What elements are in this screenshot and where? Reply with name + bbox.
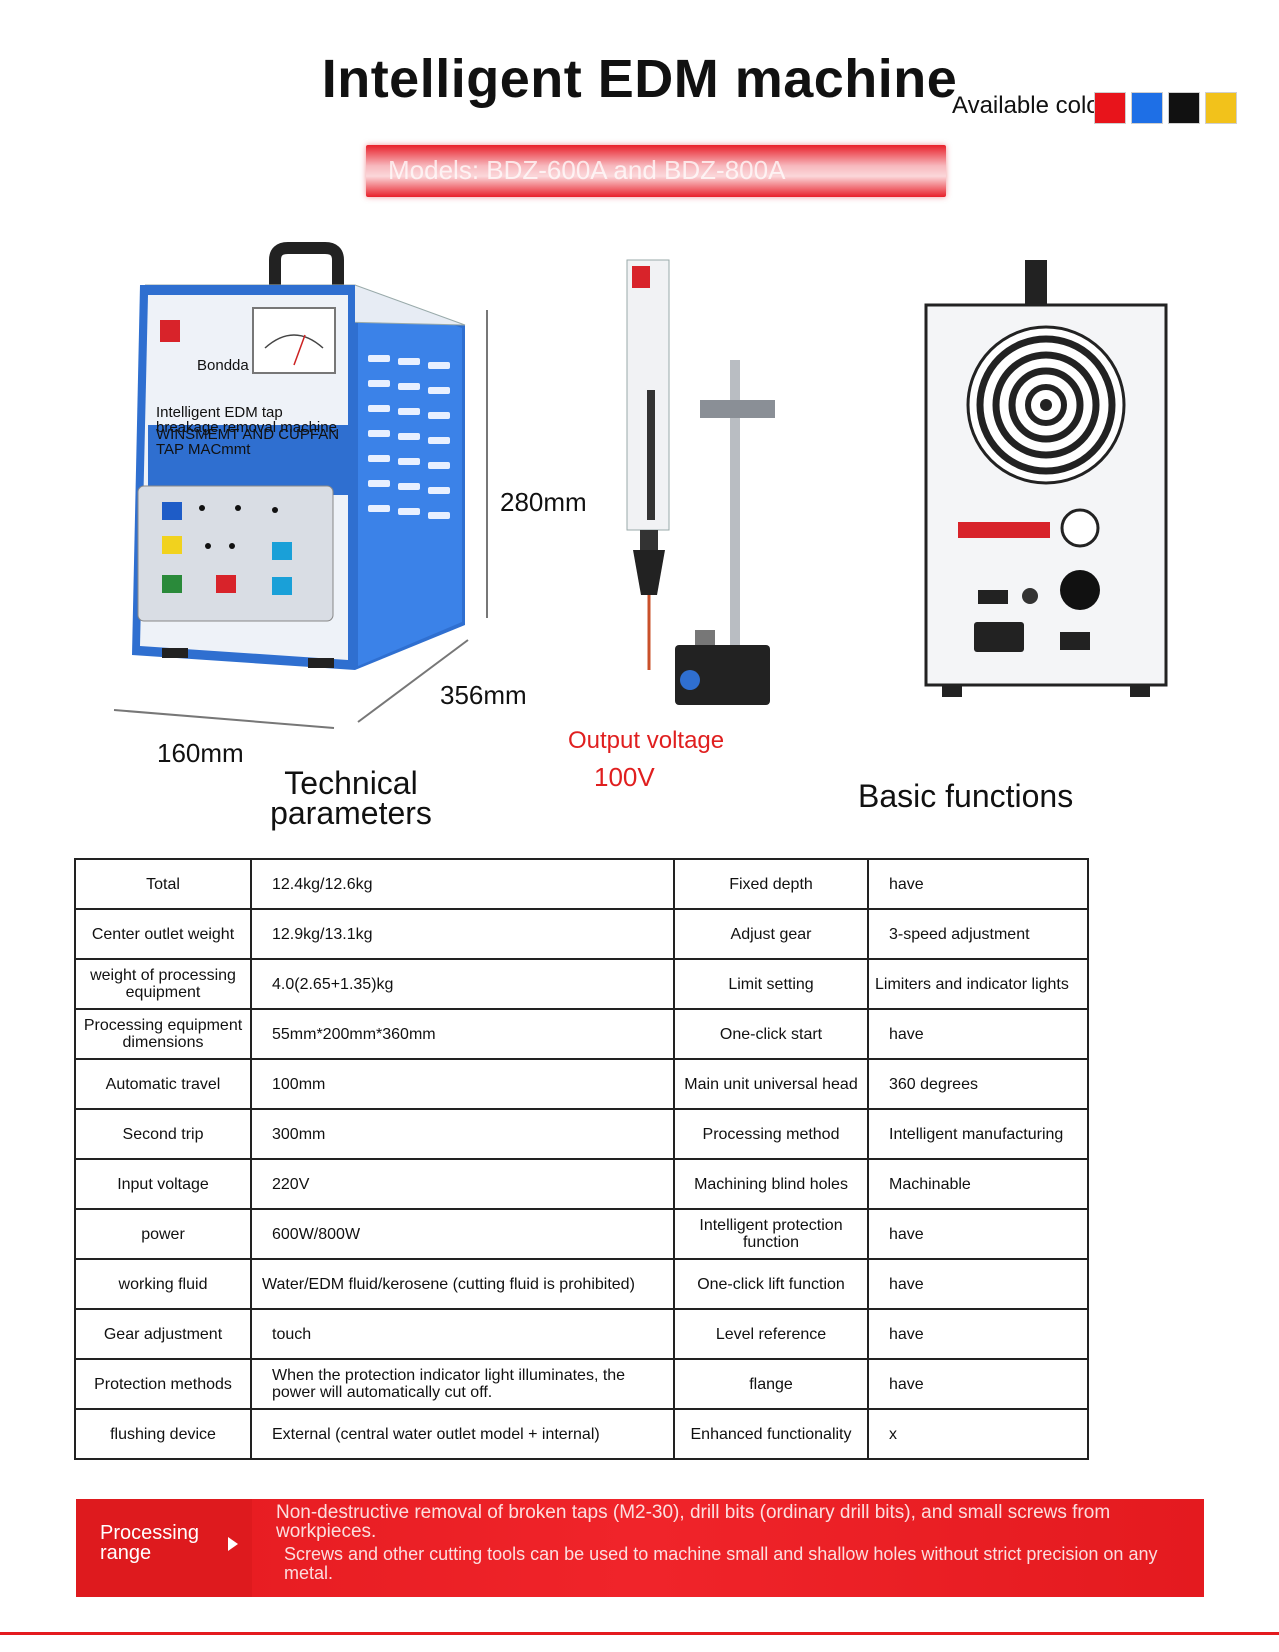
param-value: 300mm — [250, 1108, 675, 1160]
page-title: Intelligent EDM machine — [321, 49, 958, 109]
function-value: have — [867, 1308, 1089, 1360]
depth-dimension-line — [356, 636, 472, 726]
output-voltage-value: 100V — [594, 762, 655, 792]
function-label: Machining blind holes — [673, 1158, 869, 1210]
height-dimension: 280mm — [500, 487, 587, 517]
brand-label: Bondda — [197, 357, 249, 374]
function-value: have — [867, 1008, 1089, 1060]
processing-range-label-box — [76, 1499, 252, 1597]
models-text: Models: BDZ-600A and BDZ-800A — [388, 155, 786, 185]
color-swatch-red[interactable] — [1094, 92, 1126, 124]
param-label: Processing equipment dimensions — [74, 1008, 252, 1060]
param-value: When the protection indicator light illu… — [250, 1358, 675, 1410]
basic-functions-heading: Basic functions — [858, 778, 1074, 814]
color-swatch-yellow[interactable] — [1205, 92, 1237, 124]
param-label: Center outlet weight — [74, 908, 252, 960]
param-label: flushing device — [74, 1408, 252, 1460]
processing-range-bar: Processing range Non-destructive removal… — [76, 1499, 1204, 1597]
front-label-line2: breakage removal machine — [156, 419, 337, 436]
available-colors-label: Available colors — [952, 92, 1120, 119]
function-value: 360 degrees — [867, 1058, 1089, 1110]
param-value: 55mm*200mm*360mm — [250, 1008, 675, 1060]
color-swatch-black[interactable] — [1168, 92, 1200, 124]
function-value: have — [867, 1208, 1089, 1260]
processing-range-text: Non-destructive removal of broken taps (… — [276, 1503, 1196, 1583]
function-label: One-click lift function — [673, 1258, 869, 1310]
function-value: have — [867, 858, 1089, 910]
technical-parameters-heading: Technical parameters — [270, 765, 432, 831]
arrow-right-icon — [228, 1537, 238, 1551]
function-label: Limit setting — [673, 958, 869, 1010]
depth-dimension: 356mm — [440, 680, 527, 710]
param-label: Total — [74, 858, 252, 910]
function-label: Adjust gear — [673, 908, 869, 960]
param-value: 12.9kg/13.1kg — [250, 908, 675, 960]
param-value: 100mm — [250, 1058, 675, 1110]
param-label: working fluid — [74, 1258, 252, 1310]
function-label: One-click start — [673, 1008, 869, 1060]
bottom-rule — [0, 1632, 1279, 1635]
function-value: Machinable — [867, 1158, 1089, 1210]
param-label: Protection methods — [74, 1358, 252, 1410]
param-label: Gear adjustment — [74, 1308, 252, 1360]
function-label: Level reference — [673, 1308, 869, 1360]
param-value: 12.4kg/12.6kg — [250, 858, 675, 910]
function-label: Intelligent protection function — [673, 1208, 869, 1260]
function-value: have — [867, 1258, 1089, 1310]
param-value: External (central water outlet model + i… — [250, 1408, 675, 1460]
param-label: Automatic travel — [74, 1058, 252, 1110]
function-label: Enhanced functionality — [673, 1408, 869, 1460]
param-label: weight of processing equipment — [74, 958, 252, 1010]
output-voltage-label: Output voltage — [568, 727, 725, 754]
function-value: x — [867, 1408, 1089, 1460]
machine-back-image — [920, 260, 1170, 700]
processing-head-image — [605, 250, 795, 720]
param-value: Water/EDM fluid/kerosene (cutting fluid … — [250, 1258, 675, 1310]
function-label: Main unit universal head — [673, 1058, 869, 1110]
param-value: 4.0(2.65+1.35)kg — [250, 958, 675, 1010]
param-label: Input voltage — [74, 1158, 252, 1210]
function-label: Fixed depth — [673, 858, 869, 910]
front-label: Intelligent EDM tap breakage removal mac… — [156, 405, 356, 457]
param-label: Second trip — [74, 1108, 252, 1160]
param-value: 600W/800W — [250, 1208, 675, 1260]
processing-range-label: Processing range — [100, 1522, 199, 1564]
machine-front-image — [120, 240, 480, 700]
function-label: Processing method — [673, 1108, 869, 1160]
function-value: Limiters and indicator lights — [867, 958, 1089, 1010]
function-value: Intelligent manufacturing — [867, 1108, 1089, 1160]
width-dimension-line — [112, 706, 338, 736]
models-banner: Models: BDZ-600A and BDZ-800A — [366, 145, 946, 197]
processing-range-text-line1: Non-destructive removal of broken taps (… — [276, 1502, 1111, 1542]
front-label-line4: TAP MACmmt — [156, 441, 251, 458]
function-value: have — [867, 1358, 1089, 1410]
height-dimension-line — [484, 310, 490, 618]
param-label: power — [74, 1208, 252, 1260]
function-value: 3-speed adjustment — [867, 908, 1089, 960]
param-value: 220V — [250, 1158, 675, 1210]
width-dimension: 160mm — [157, 738, 244, 768]
front-label-line1: Intelligent EDM tap — [156, 404, 283, 421]
front-label-line3: WINSMEMT AND CUPFAN — [156, 426, 340, 443]
param-value: touch — [250, 1308, 675, 1360]
color-swatch-blue[interactable] — [1131, 92, 1163, 124]
processing-range-text-line2: Screws and other cutting tools can be us… — [284, 1544, 1158, 1583]
function-label: flange — [673, 1358, 869, 1410]
